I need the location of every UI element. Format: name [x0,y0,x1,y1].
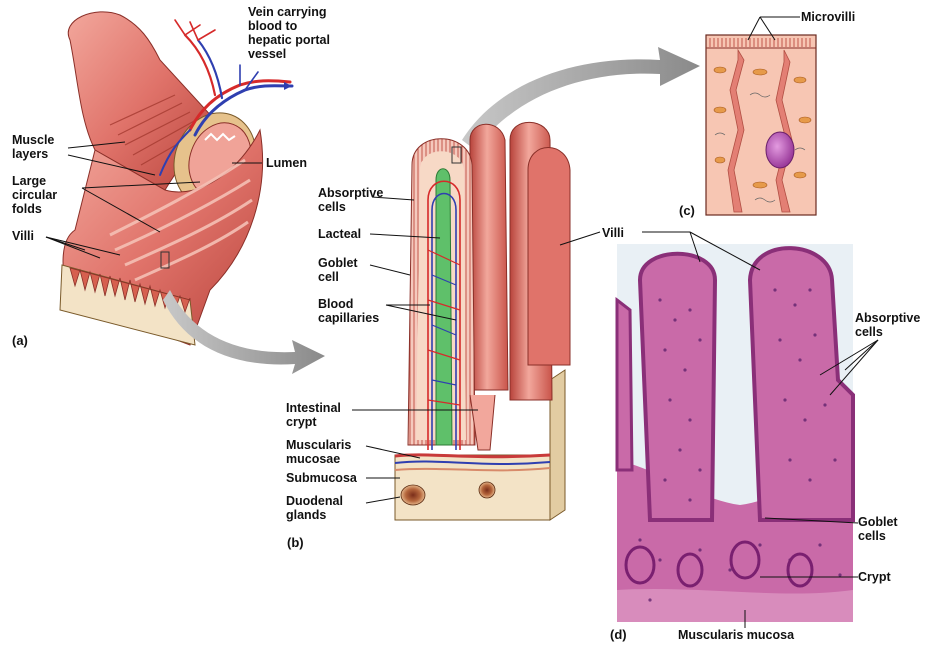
label-muscularis-mucosae: Muscularis mucosae [286,438,351,466]
label-villi-b: Villi [602,226,624,240]
label-microvilli: Microvilli [801,10,855,24]
label-large-circular-folds: Large circular folds [12,174,57,216]
panel-b-villi [395,122,570,520]
panel-a-intestine [60,12,292,345]
label-blood-capillaries: Blood capillaries [318,297,379,325]
panel-label-b: (b) [287,535,304,550]
label-muscularis-mucosa: Muscularis mucosa [678,628,794,642]
label-muscle-layers: Muscle layers [12,133,54,161]
panel-label-d: (d) [610,627,627,642]
label-submucosa: Submucosa [286,471,357,485]
label-crypt: Crypt [858,570,891,584]
panel-label-a: (a) [12,333,28,348]
panel-c-cells [706,35,816,215]
label-vein: Vein carrying blood to hepatic portal ve… [248,5,330,61]
label-absorptive-cells-b: Absorptive cells [318,186,383,214]
label-duodenal-glands: Duodenal glands [286,494,343,522]
label-lumen: Lumen [266,156,307,170]
label-lacteal: Lacteal [318,227,361,241]
label-goblet-cell: Goblet cell [318,256,358,284]
panel-d-micrograph [617,244,853,622]
label-goblet-cells: Goblet cells [858,515,898,543]
label-villi-a: Villi [12,229,34,243]
label-intestinal-crypt: Intestinal crypt [286,401,341,429]
panel-label-c: (c) [679,203,695,218]
label-absorptive-cells-d: Absorptive cells [855,311,920,339]
